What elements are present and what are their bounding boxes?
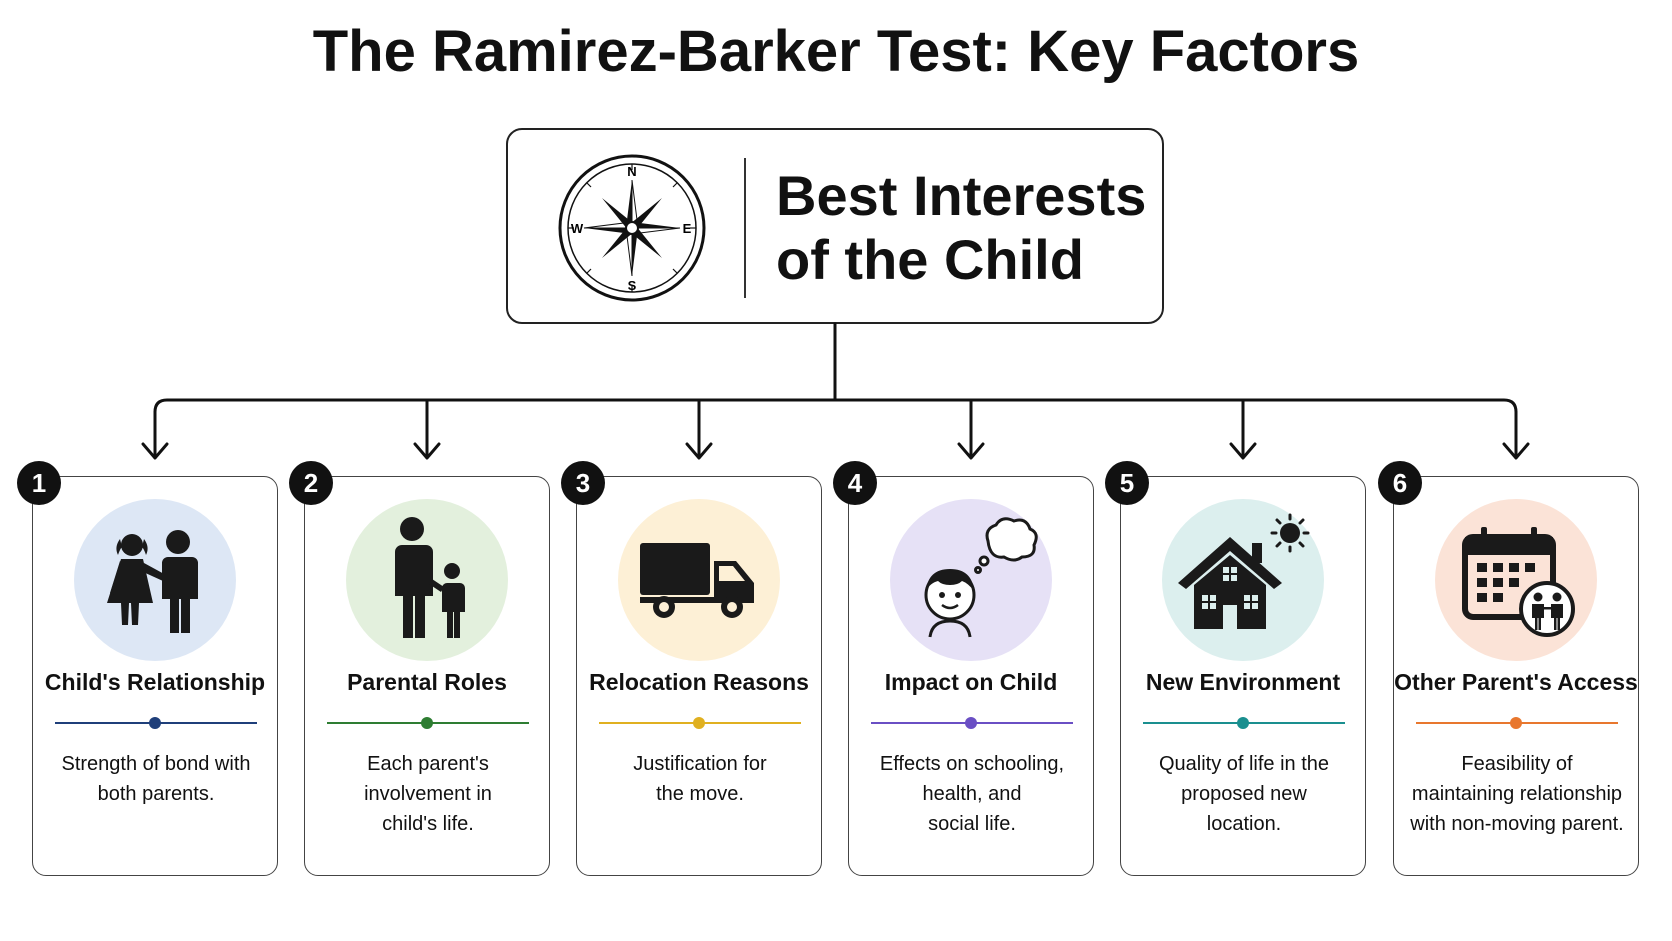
factor-title: Parental Roles: [347, 669, 507, 695]
factor-description: Effects on schooling, health, and social…: [863, 749, 1081, 839]
factor-card-6: 6 Other Parent's Access: [1378, 461, 1639, 876]
factor-divider-dot: [1237, 717, 1249, 729]
factor-number-badge: 3: [561, 461, 605, 505]
compass-icon: N E S W: [558, 154, 706, 302]
factor-title: Relocation Reasons: [589, 669, 809, 695]
factor-description-line: child's life.: [382, 813, 474, 835]
compass-letter-s: S: [628, 278, 637, 293]
arrowhead-3: [685, 442, 713, 460]
factor-divider-dot: [965, 717, 977, 729]
adult-and-child-icon: [395, 517, 465, 638]
factor-card-5: 5: [1105, 461, 1366, 876]
factor-divider-dot: [149, 717, 161, 729]
root-divider: [744, 158, 746, 298]
icon-background: [890, 499, 1052, 661]
page-title: The Ramirez-Barker Test: Key Factors: [312, 19, 1360, 84]
factor-description-line: proposed new: [1181, 783, 1307, 805]
factor-card-1: 1 Child's Relationship Strength of bond …: [17, 461, 278, 876]
factor-card-4: 4 Impact on Child Effects on schooling, …: [833, 461, 1094, 876]
factor-description-line: Effects on schooling,: [879, 753, 1065, 775]
factor-number-badge: 5: [1105, 461, 1149, 505]
factor-description-line: health, and: [922, 783, 1022, 805]
house-and-sun-icon: [1178, 513, 1310, 629]
parent-child-holding-hands-icon: [107, 530, 198, 633]
icon-background: [346, 499, 508, 661]
root-label-line-2: of the Child: [776, 228, 1084, 291]
factor-description: Feasibility of maintaining relationship …: [1408, 749, 1626, 839]
factor-description: Justification for the move.: [591, 749, 809, 809]
factor-divider-dot: [693, 717, 705, 729]
factor-title: New Environment: [1145, 669, 1341, 695]
arrowhead-5: [1229, 442, 1257, 460]
calendar-with-family-icon: [1462, 527, 1575, 637]
factor-description-line: Each parent's: [367, 753, 489, 775]
factor-description-line: the move.: [656, 783, 744, 805]
factor-description: Each parent's involvement in child's lif…: [319, 749, 537, 839]
factor-description-line: social life.: [928, 813, 1016, 835]
root-label-line-1: Best Interests: [776, 164, 1147, 227]
icon-background: [74, 499, 236, 661]
factor-number-badge: 4: [833, 461, 877, 505]
factor-description: Quality of life in the proposed new loca…: [1135, 749, 1353, 839]
factor-description-line: Justification for: [633, 753, 767, 775]
factor-card-2: 2 Parental Roles Each parent's involveme…: [289, 461, 550, 876]
factor-description: Strength of bond with both parents.: [47, 749, 265, 809]
factor-title: Child's Relationship: [44, 669, 266, 695]
icon-background: [618, 499, 780, 661]
factor-description-line: maintaining relationship: [1411, 783, 1623, 805]
root-label: Best Interests of the Child: [776, 164, 1156, 292]
icon-background: [1162, 499, 1324, 661]
factor-divider-dot: [1510, 717, 1522, 729]
moving-truck-icon: [640, 543, 754, 618]
root-node-best-interests: N E S W Best Interests of the Child: [506, 128, 1164, 324]
factor-description-line: location.: [1206, 813, 1282, 835]
arrowhead-6: [1502, 442, 1530, 460]
compass-letter-n: N: [627, 164, 636, 179]
factor-description-line: Strength of bond with: [61, 753, 251, 775]
factor-description-line: Quality of life in the: [1158, 753, 1330, 775]
factor-description-line: with non-moving parent.: [1410, 813, 1624, 835]
horizontal-bus: [153, 398, 1518, 414]
factor-number-badge: 1: [17, 461, 61, 505]
icon-background: [1435, 499, 1597, 661]
arrowhead-4: [957, 442, 985, 460]
compass-letter-e: E: [683, 221, 692, 236]
factor-description-line: Feasibility of: [1461, 753, 1573, 775]
factor-description-line: involvement in: [364, 783, 492, 805]
arrowhead-1: [141, 442, 169, 460]
arrowhead-2: [413, 442, 441, 460]
factor-number-badge: 6: [1378, 461, 1422, 505]
compass-letter-w: W: [571, 221, 584, 236]
factor-title: Impact on Child: [884, 669, 1058, 695]
factor-divider-dot: [421, 717, 433, 729]
factor-card-3: 3 Relocation Reasons Justification for t…: [561, 461, 822, 876]
thinking-child-icon: [924, 517, 1038, 638]
factor-description-line: both parents.: [97, 783, 215, 805]
factor-title: Other Parent's Access: [1394, 669, 1638, 695]
factor-number-badge: 2: [289, 461, 333, 505]
